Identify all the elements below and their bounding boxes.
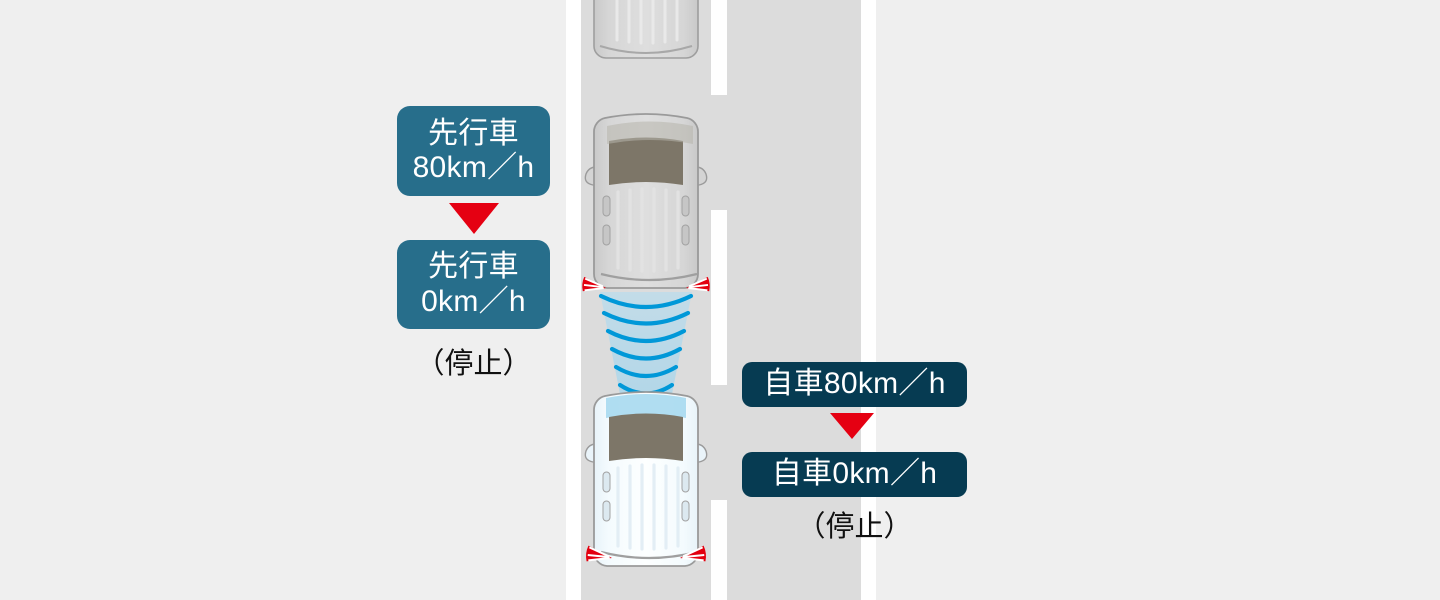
lead-label-after-line1: 先行車 [428, 250, 519, 284]
ego-vehicle-stop-note: （停止） [796, 511, 913, 543]
ego-vehicle-speed-before-label: 自車80km／h [742, 362, 967, 407]
lane-dash-mark [711, 210, 727, 385]
lead-vehicle-speed-before-label: 先行車 80km／h [397, 106, 550, 196]
ego-label-after-line1: 自車0km／h [771, 457, 938, 491]
lane-dash-mark [711, 500, 727, 600]
road-edge-line-right [861, 0, 876, 600]
lead-vehicle-stop-note: （停止） [415, 348, 532, 380]
lane-dash-mark [711, 0, 727, 95]
lead-label-before-line1: 先行車 [428, 116, 519, 150]
road-edge-line-left [566, 0, 581, 600]
lead-label-before-line2: 80km／h [412, 151, 535, 184]
lead-vehicle-transition-arrow-icon [449, 203, 499, 234]
ego-label-before-line1: 自車80km／h [763, 367, 946, 401]
ego-vehicle-transition-arrow-icon [830, 413, 874, 439]
lead-label-after-line2: 0km／h [421, 284, 526, 318]
lead-vehicle-speed-after-label: 先行車 0km／h [397, 240, 550, 329]
ego-vehicle-speed-after-label: 自車0km／h [742, 452, 967, 497]
